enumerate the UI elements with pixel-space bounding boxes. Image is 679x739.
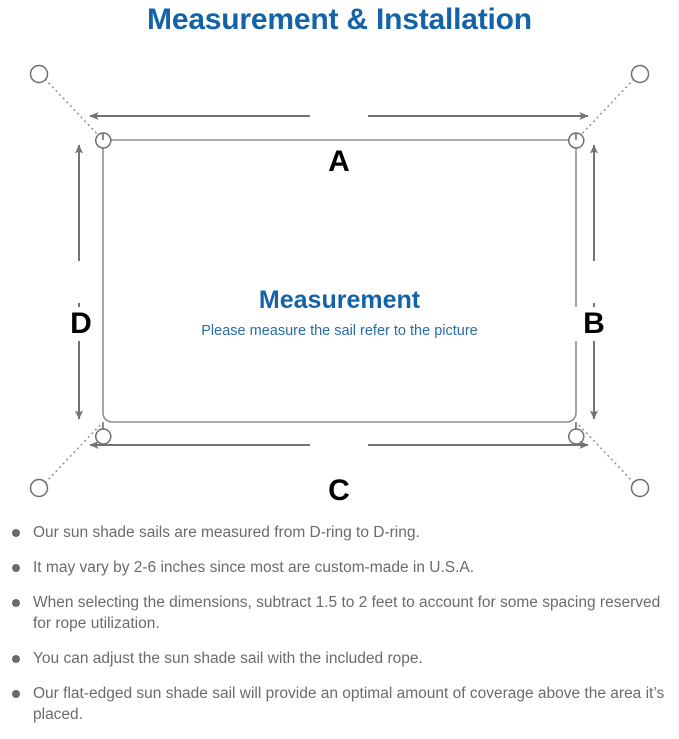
d-rings: [95, 132, 585, 445]
bullet-icon: [12, 599, 20, 607]
rope-bottom-left: [44, 423, 102, 484]
diagram-svg: [29, 64, 650, 498]
bullet-icon: [12, 655, 20, 663]
dimension-arrows: [75, 112, 598, 449]
list-item-text: Our sun shade sails are measured from D-…: [33, 524, 420, 541]
rope-top-right: [577, 78, 635, 139]
bullet-icon: [12, 690, 20, 698]
list-item: Our sun shade sails are measured from D-…: [0, 522, 679, 543]
anchor-point-top-left: [29, 64, 49, 84]
rope-lines: [44, 78, 635, 484]
list-item: It may vary by 2-6 inches since most are…: [0, 557, 679, 578]
notes-list: Our sun shade sails are measured from D-…: [0, 522, 679, 739]
page-title: Measurement & Installation: [147, 3, 532, 36]
anchor-point-top-right: [630, 64, 650, 84]
bullet-icon: [12, 564, 20, 572]
anchor-point-bottom-left: [29, 478, 49, 498]
sun-shade-sail-measurement-diagram: Measurement Please measure the sail refe…: [0, 46, 679, 516]
list-item-text: Our flat-edged sun shade sail will provi…: [33, 685, 665, 723]
dimension-label-b: B: [575, 307, 613, 341]
dimension-label-c: C: [311, 474, 367, 508]
list-item-text: When selecting the dimensions, subtract …: [33, 594, 661, 632]
rope-bottom-right: [577, 423, 635, 484]
list-item-text: It may vary by 2-6 inches since most are…: [33, 559, 475, 576]
d-ring-bottom-left: [95, 421, 112, 445]
sail-shape: [102, 139, 577, 423]
list-item: Our flat-edged sun shade sail will provi…: [0, 683, 679, 725]
dimension-label-d: D: [62, 307, 100, 341]
sail-label-subtitle: Please measure the sail refer to the pic…: [201, 323, 478, 339]
dimension-label-a: A: [311, 145, 367, 179]
list-item-text: You can adjust the sun shade sail with t…: [33, 650, 423, 667]
sail-label-title: Measurement: [258, 286, 421, 314]
list-item: When selecting the dimensions, subtract …: [0, 592, 679, 634]
list-item: You can adjust the sun shade sail with t…: [0, 648, 679, 669]
rope-top-left: [44, 78, 102, 139]
d-ring-top-left: [95, 132, 112, 149]
anchor-points: [29, 64, 650, 498]
d-ring-top-right: [568, 132, 585, 149]
d-ring-bottom-right: [568, 421, 585, 445]
anchor-point-bottom-right: [630, 478, 650, 498]
bullet-icon: [12, 529, 20, 537]
